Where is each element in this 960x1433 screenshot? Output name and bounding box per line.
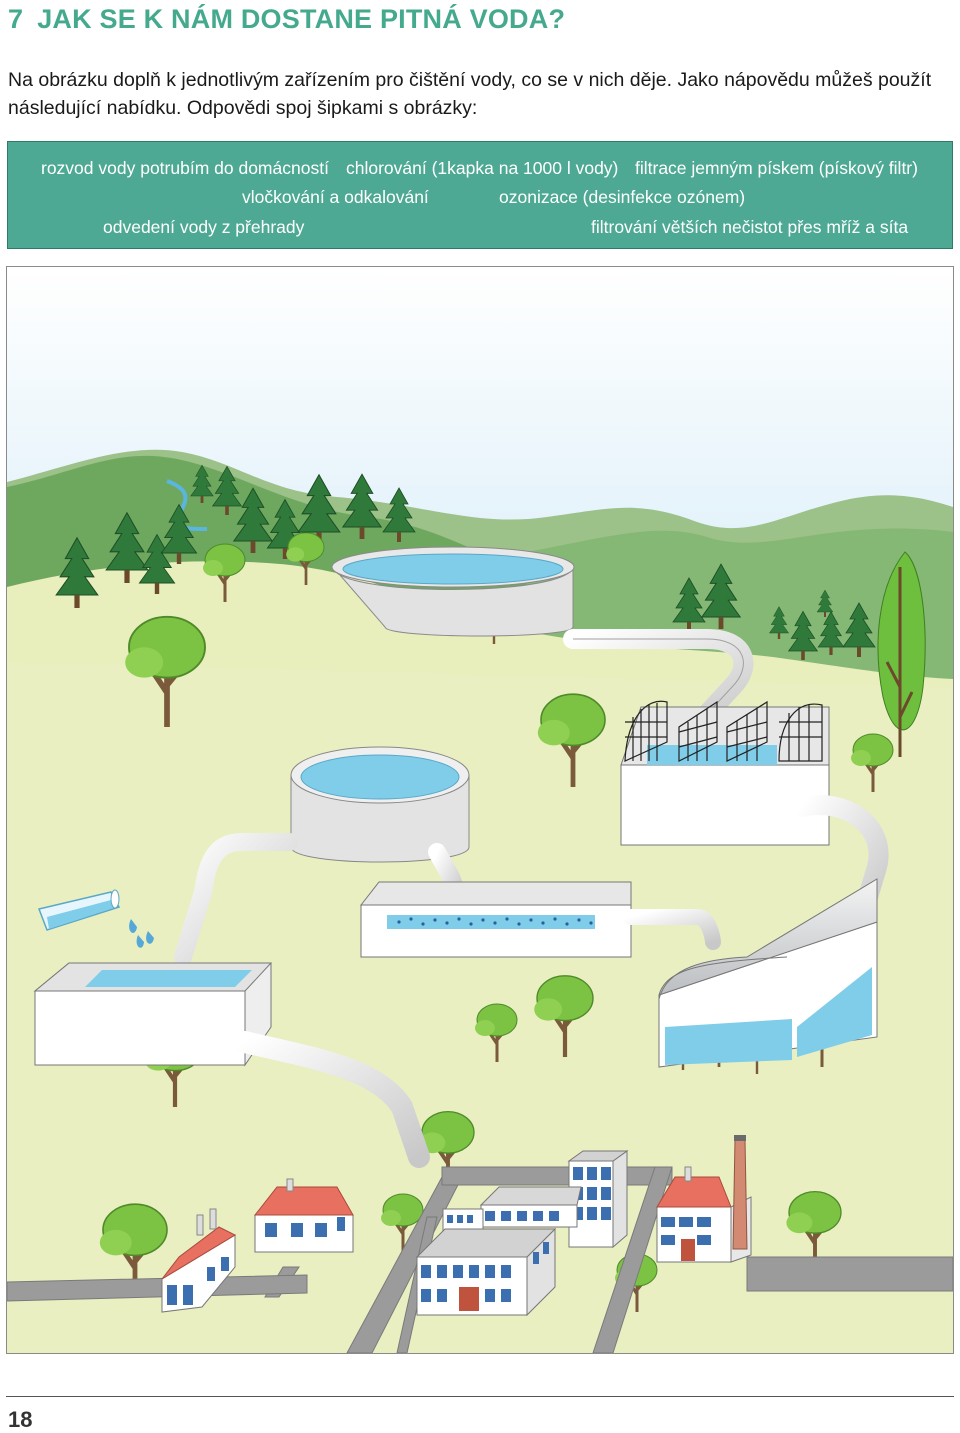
house-long — [161, 1208, 237, 1313]
pipe-to-town — [234, 1031, 430, 1168]
pipe-screen-to-sandfilter — [792, 795, 889, 927]
option-distribution[interactable]: rozvod vody potrubím do domácností — [41, 158, 329, 178]
pipe-outline — [573, 638, 744, 726]
scene-svg — [7, 267, 953, 1353]
distribution-tank[interactable] — [33, 962, 273, 1067]
office-block — [442, 1186, 582, 1232]
pipe-settling-to-sandfilter — [623, 909, 721, 950]
option-chlorination[interactable]: chlorování (1kapka na 1000 l vody) — [346, 158, 619, 178]
screen-grids-icon — [624, 700, 823, 762]
option-sand-filtration[interactable]: filtrace jemným pískem (pískový filtr) — [635, 158, 918, 178]
exercise-title: JAK SE K NÁM DOSTANE PITNÁ VODA? — [37, 4, 566, 34]
dam-reservoir[interactable] — [331, 546, 575, 637]
front-block — [415, 1227, 557, 1317]
pipe-floc-to-distribution — [174, 833, 298, 966]
exercise-number: 7 — [8, 4, 24, 34]
house-right-factory — [656, 1135, 752, 1263]
poplar-tree — [877, 551, 926, 757]
town-buildings[interactable] — [161, 1135, 752, 1317]
options-box: rozvod vody potrubím do domácností chlor… — [7, 141, 953, 249]
option-dam-outlet[interactable]: odvedení vody z přehrady — [103, 217, 305, 237]
chlorine-beaker-icon[interactable] — [37, 889, 154, 948]
option-screening[interactable]: filtrování větších nečistot přes mříž a … — [591, 217, 909, 237]
footer-rule — [6, 1396, 954, 1397]
granules — [397, 917, 593, 926]
house-left — [253, 1178, 354, 1253]
page-number: 18 — [8, 1407, 33, 1432]
option-flocculation[interactable]: vločkování a odkalování — [242, 187, 429, 207]
sand-filter-hall[interactable] — [658, 878, 878, 1068]
tower-block — [567, 1150, 629, 1249]
screen-filter-basin[interactable] — [620, 700, 830, 846]
option-ozonization[interactable]: ozonizace (desinfekce ozónem) — [499, 187, 746, 207]
flocculation-tank[interactable] — [290, 746, 470, 863]
page-title: 7 JAK SE K NÁM DOSTANE PITNÁ VODA? — [8, 4, 565, 35]
water-treatment-illustration — [6, 266, 954, 1354]
instructions-text: Na obrázku doplň k jednotlivým zařízením… — [8, 69, 932, 119]
settling-basin[interactable] — [359, 881, 632, 958]
